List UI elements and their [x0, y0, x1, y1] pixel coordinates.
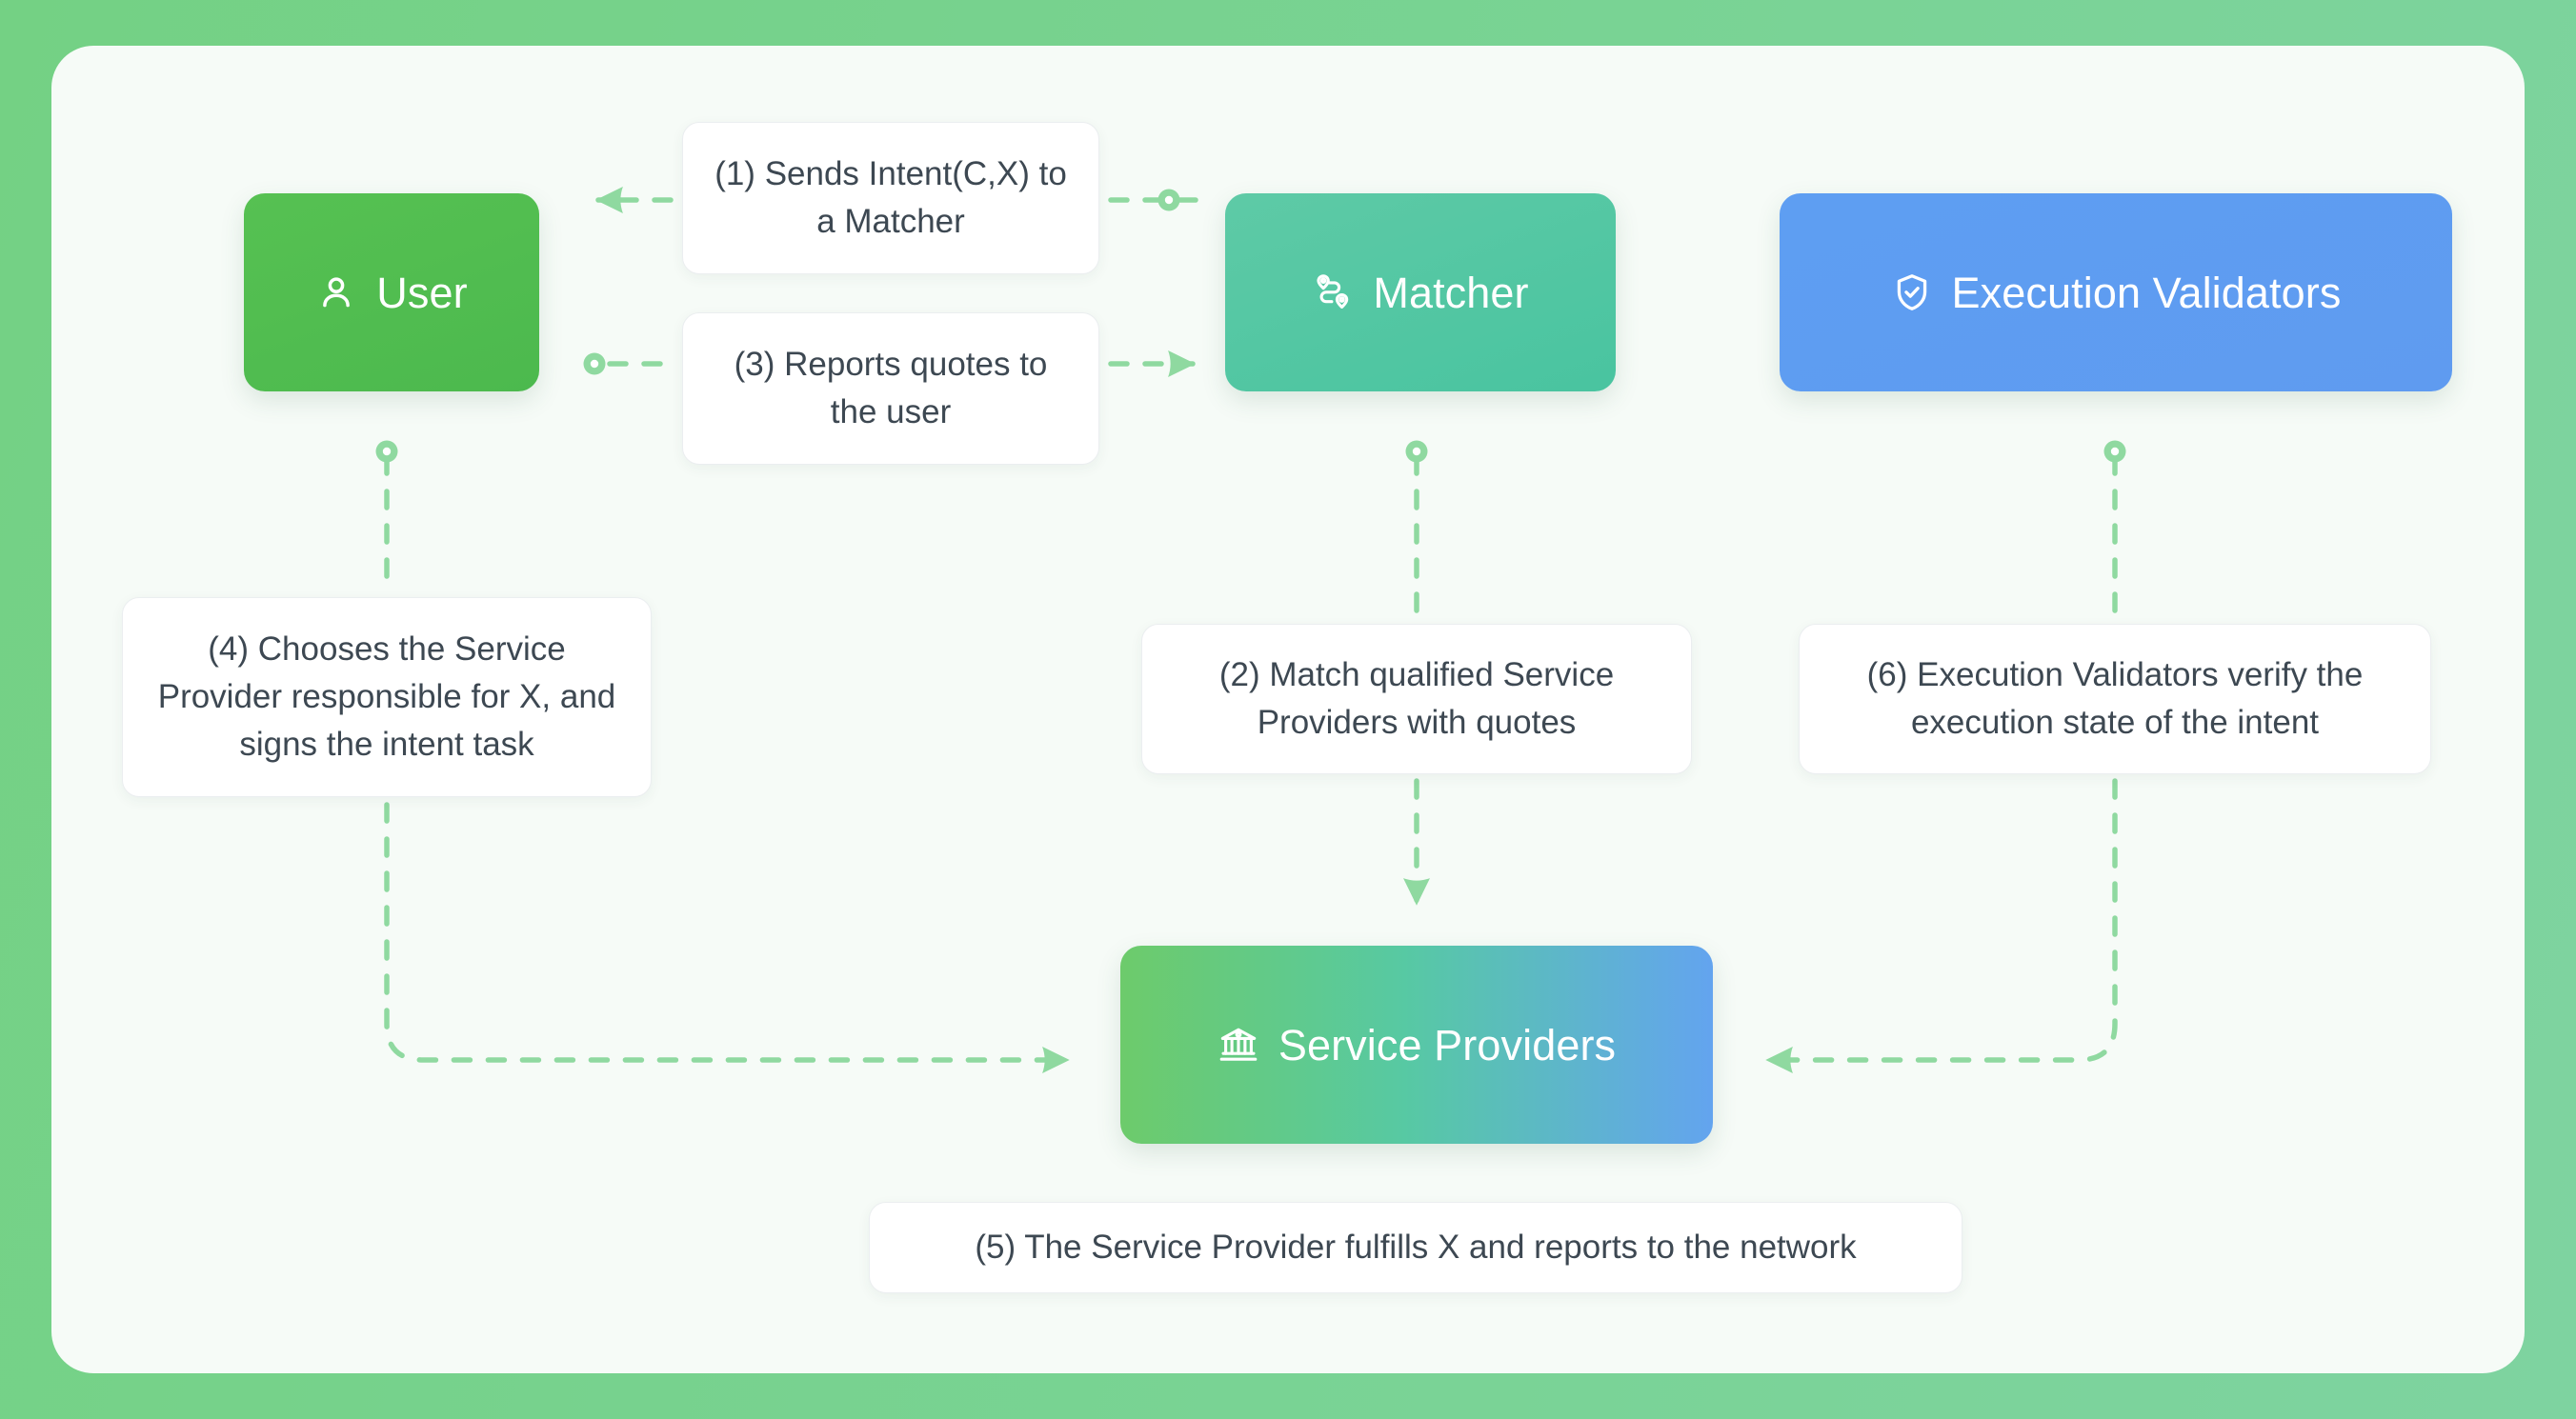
- route-pins-icon: [1312, 271, 1354, 313]
- shield-check-icon: [1891, 271, 1933, 313]
- node-validators[interactable]: Execution Validators: [1780, 193, 2452, 391]
- bank-columns-icon: [1218, 1024, 1259, 1066]
- caption-step-4: (4) Chooses the Service Provider respons…: [122, 597, 652, 797]
- caption-step-3: (3) Reports quotes to the user: [682, 312, 1099, 465]
- caption-step-2: (2) Match qualified Service Providers wi…: [1141, 624, 1692, 774]
- caption-step-5: (5) The Service Provider fulfills X and …: [869, 1202, 1962, 1293]
- node-matcher-label: Matcher: [1373, 268, 1529, 317]
- node-user-label: User: [376, 268, 468, 317]
- user-icon: [315, 271, 357, 313]
- node-service-providers-label: Service Providers: [1278, 1020, 1617, 1069]
- caption-step-6: (6) Execution Validators verify the exec…: [1799, 624, 2431, 774]
- node-user[interactable]: User: [244, 193, 539, 391]
- node-service-providers[interactable]: Service Providers: [1120, 946, 1713, 1144]
- caption-step-1: (1) Sends Intent(C,X) to a Matcher: [682, 122, 1099, 274]
- node-validators-label: Execution Validators: [1951, 268, 2342, 317]
- node-matcher[interactable]: Matcher: [1225, 193, 1616, 391]
